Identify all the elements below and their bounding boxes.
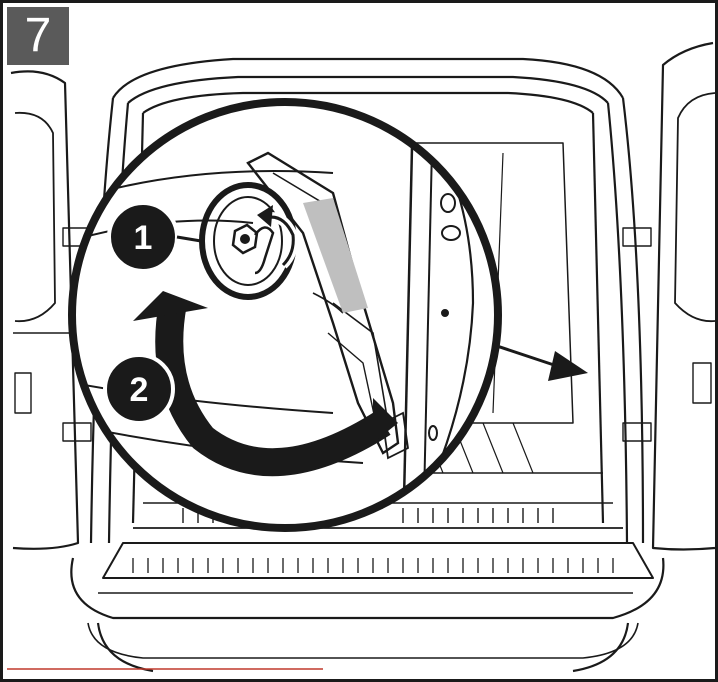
sill-ribs <box>132 558 614 573</box>
callout-1-leader <box>176 235 202 243</box>
callout-1-label: 1 <box>134 219 153 257</box>
callout-2-label: 2 <box>130 371 149 409</box>
callout-2: 2 <box>103 353 175 425</box>
magnifier-lens <box>68 98 502 532</box>
rotate-arrow-icon <box>257 205 299 269</box>
swing-arrow-icon <box>133 291 398 477</box>
direction-arrow-icon <box>548 351 588 381</box>
van-rear-illustration: 1 2 <box>7 41 715 673</box>
step-number-badge: 7 <box>7 7 69 65</box>
callout-1: 1 <box>107 201 179 273</box>
